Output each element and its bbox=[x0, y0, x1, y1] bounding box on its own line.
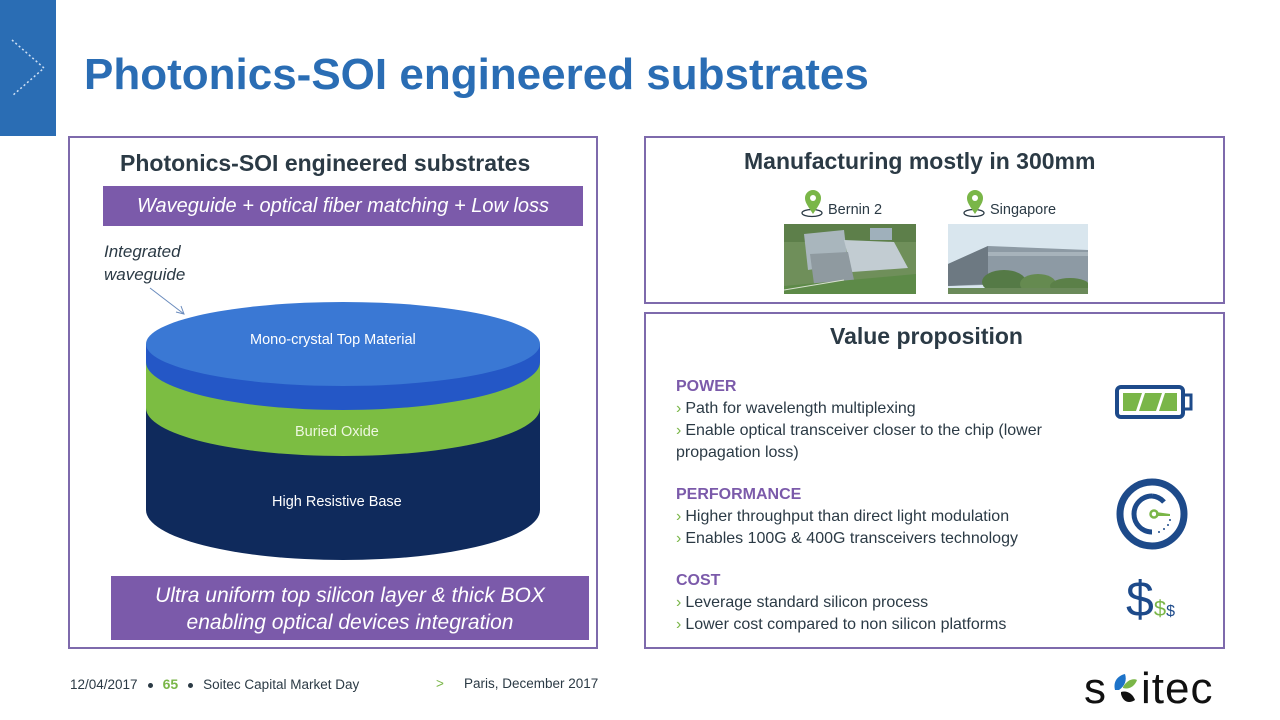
bullet-chevron-icon: › bbox=[676, 422, 682, 439]
bullet-chevron-icon: › bbox=[676, 400, 682, 417]
waveguide-label: Integrated waveguide bbox=[104, 240, 185, 286]
footer-date: 12/04/2017 bbox=[70, 677, 138, 692]
dollar-icon: $$$ bbox=[1126, 571, 1175, 627]
bullet-continuation: propagation loss) bbox=[676, 444, 799, 461]
bullet-item: ›Lower cost compared to non silicon plat… bbox=[676, 616, 1006, 634]
bullet-text: Enables 100G & 400G transceivers technol… bbox=[685, 530, 1018, 547]
summary-banner: Ultra uniform top silicon layer & thick … bbox=[111, 576, 589, 640]
footer-arrow-icon: > bbox=[436, 676, 444, 691]
layer-base-label: High Resistive Base bbox=[272, 494, 402, 510]
location-bernin: Bernin 2 bbox=[800, 190, 882, 218]
bullet-text: Enable optical transceiver closer to the… bbox=[685, 422, 1042, 439]
page-title: Photonics-SOI engineered substrates bbox=[84, 50, 869, 99]
manufacturing-panel: Manufacturing mostly in 300mm Bernin 2 S… bbox=[644, 136, 1225, 304]
summary-line1: Ultra uniform top silicon layer & thick … bbox=[155, 584, 545, 607]
bernin-fab-photo bbox=[784, 224, 916, 294]
category-performance: PERFORMANCE bbox=[676, 486, 802, 503]
bullet-item: ›Enables 100G & 400G transceivers techno… bbox=[676, 530, 1018, 548]
bullet-item: ›Leverage standard silicon process bbox=[676, 594, 928, 612]
section-tab bbox=[0, 0, 56, 136]
waveguide-pointer-arrow bbox=[149, 287, 185, 315]
value-heading: Value proposition bbox=[830, 323, 1023, 349]
separator-dot bbox=[188, 682, 194, 688]
footer-event: Soitec Capital Market Day bbox=[203, 677, 360, 692]
bullet-chevron-icon: › bbox=[676, 616, 682, 633]
separator-dot bbox=[147, 682, 153, 688]
bullet-text: Lower cost compared to non silicon platf… bbox=[685, 616, 1007, 633]
speedometer-icon bbox=[1116, 478, 1188, 550]
logo-text-rest: itec bbox=[1141, 664, 1214, 713]
waveguide-label-line1: Integrated bbox=[104, 242, 181, 261]
location-singapore: Singapore bbox=[962, 190, 1056, 218]
page-number: 65 bbox=[162, 676, 179, 692]
bullet-item: ›Enable optical transceiver closer to th… bbox=[676, 422, 1042, 440]
bullet-text: Path for wavelength multiplexing bbox=[685, 400, 916, 417]
soitec-logo: s itec bbox=[1084, 664, 1213, 714]
bullet-text: Leverage standard silicon process bbox=[685, 594, 929, 611]
value-proposition-panel: Value proposition POWER ›Path for wavele… bbox=[644, 312, 1225, 649]
map-pin-icon bbox=[963, 190, 985, 218]
bullet-text: Higher throughput than direct light modu… bbox=[685, 508, 1010, 525]
bullet-item: ›Path for wavelength multiplexing bbox=[676, 400, 916, 418]
layer-top-label: Mono-crystal Top Material bbox=[250, 332, 416, 348]
bullet-chevron-icon: › bbox=[676, 508, 682, 525]
bullet-chevron-icon: › bbox=[676, 594, 682, 611]
summary-line2: enabling optical devices integration bbox=[186, 611, 514, 634]
waveguide-label-line2: waveguide bbox=[104, 265, 186, 284]
bullet-chevron-icon: › bbox=[676, 530, 682, 547]
chevron-right-icon bbox=[11, 39, 46, 97]
battery-icon bbox=[1115, 385, 1193, 419]
layer-oxide-label: Buried Oxide bbox=[295, 424, 379, 440]
logo-text-s: s bbox=[1084, 664, 1107, 713]
footer: 12/04/2017 65 Soitec Capital Market Day bbox=[70, 676, 359, 692]
logo-leaf-icon bbox=[1114, 674, 1137, 702]
footer-location-date: Paris, December 2017 bbox=[464, 676, 599, 691]
substrate-heading: Photonics-SOI engineered substrates bbox=[120, 150, 531, 176]
location-name: Bernin 2 bbox=[828, 202, 883, 218]
substrate-panel: Photonics-SOI engineered substrates Wave… bbox=[68, 136, 598, 649]
singapore-fab-photo bbox=[948, 224, 1088, 294]
map-pin-icon bbox=[801, 190, 823, 218]
features-banner: Waveguide + optical fiber matching + Low… bbox=[103, 186, 583, 226]
category-power: POWER bbox=[676, 378, 737, 395]
substrate-cylinder-diagram bbox=[146, 287, 540, 560]
category-cost: COST bbox=[676, 572, 721, 589]
manufacturing-heading: Manufacturing mostly in 300mm bbox=[744, 148, 1096, 174]
bullet-item: ›Higher throughput than direct light mod… bbox=[676, 508, 1009, 526]
location-name: Singapore bbox=[990, 202, 1057, 218]
